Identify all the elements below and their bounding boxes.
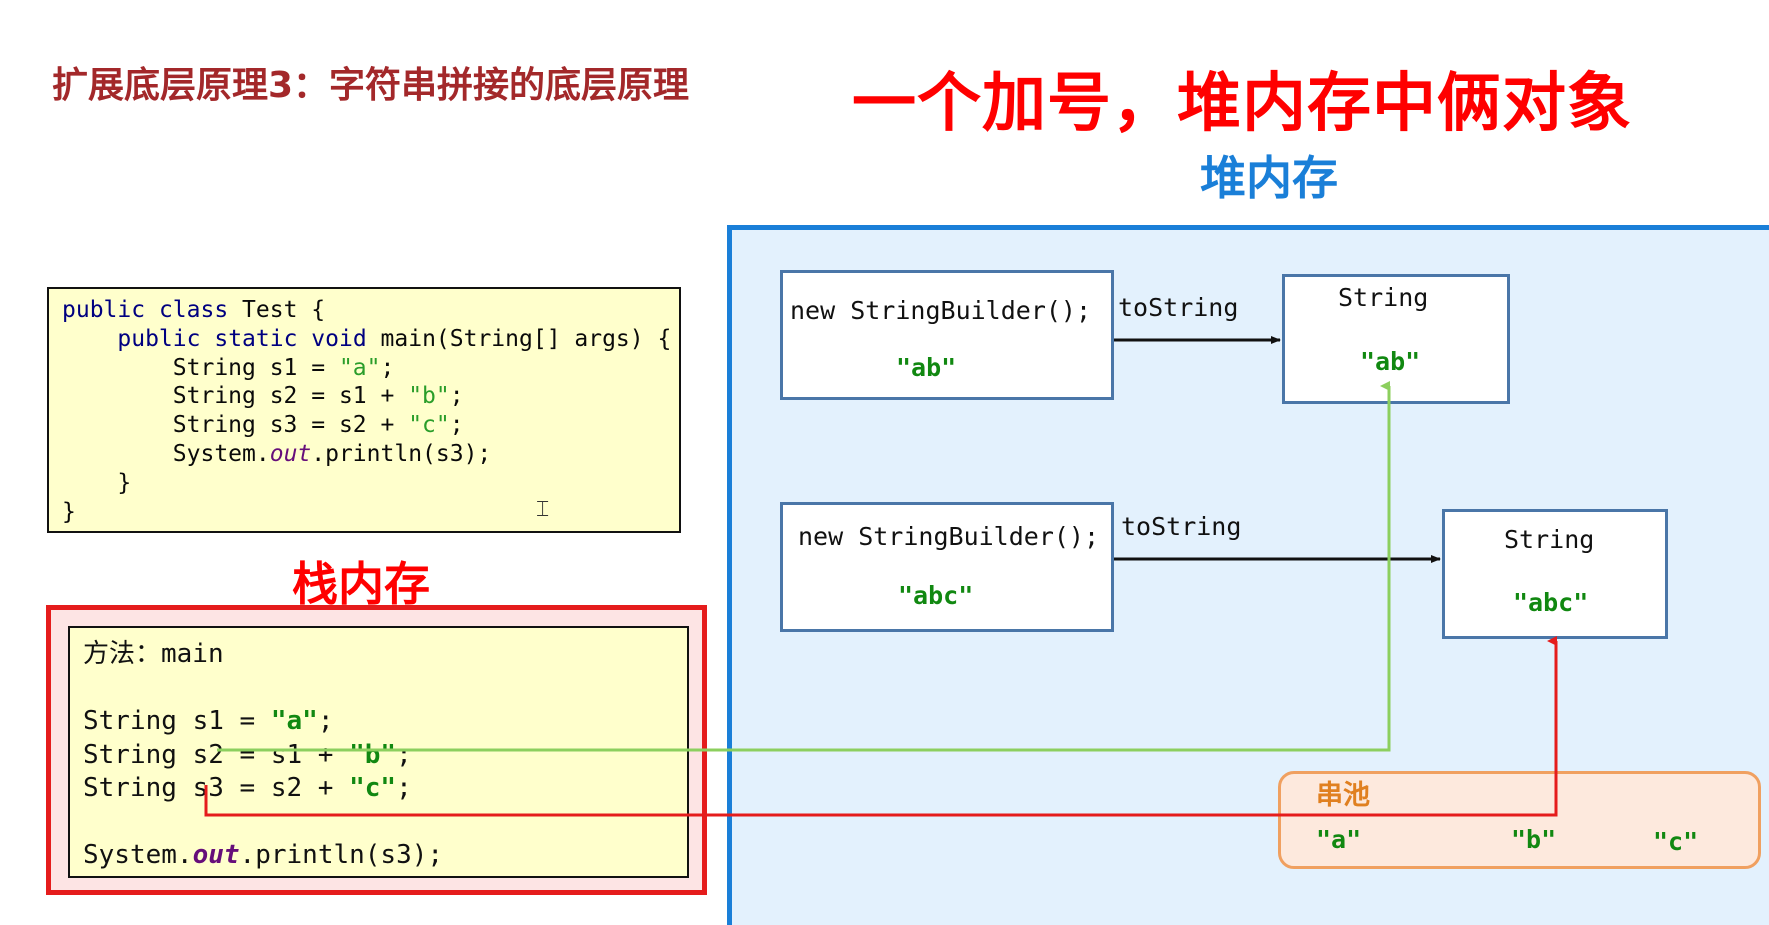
string-value: "ab"	[1360, 347, 1421, 376]
stack-line: System.out.println(s3);	[83, 840, 444, 870]
stack-line: String s2 = s1 + "b";	[83, 739, 412, 770]
connector-layer	[204, 336, 1558, 817]
stringbuilder-label: new StringBuilder();	[798, 522, 1100, 551]
stack-frame-main: 方法：main String s1 = "a"; String s2 = s1 …	[68, 626, 689, 878]
stringbuilder-value: "abc"	[898, 581, 974, 610]
stack-line: String s3 = s2 + "c";	[83, 773, 412, 803]
string-box-ab: String "ab"	[1282, 274, 1510, 404]
code-line: System.out.println(s3);	[62, 440, 492, 467]
code-line: String s1 = "a";	[62, 354, 395, 381]
stringbuilder-label: new StringBuilder();	[790, 296, 1092, 325]
pool-item-b: "b"	[1511, 825, 1557, 854]
pool-item-c: "c"	[1653, 827, 1699, 856]
code-line: String s2 = s1 + "b";	[62, 383, 464, 410]
method-label: 方法：main	[83, 639, 224, 669]
code-line: }	[62, 498, 76, 525]
text-cursor-icon: ⌶	[536, 497, 550, 522]
tostring-label-1: toString	[1118, 293, 1239, 322]
code-line: }	[62, 469, 132, 496]
string-pool-title: 串池	[1316, 780, 1370, 811]
stringbuilder-box-1: new StringBuilder(); "ab"	[780, 270, 1114, 400]
stringbuilder-value: "ab"	[896, 353, 957, 382]
heap-title: 堆内存	[1200, 151, 1338, 205]
code-panel: public class Test { public static void m…	[47, 287, 681, 533]
s2-reference-arrow	[217, 381, 1391, 752]
stack-title: 栈内存	[292, 557, 430, 611]
pool-item-a: "a"	[1316, 825, 1362, 854]
tostring-label-2: toString	[1121, 512, 1242, 541]
stack-line: String s1 = "a";	[83, 706, 334, 736]
stringbuilder-box-2: new StringBuilder(); "abc"	[780, 502, 1114, 632]
code-line: String s3 = s2 + "c";	[62, 412, 464, 439]
string-pool	[1278, 771, 1761, 869]
string-value: "abc"	[1513, 588, 1589, 617]
code-line: public class Test {	[62, 297, 326, 323]
slide-title: 扩展底层原理3：字符串拼接的底层原理	[52, 65, 690, 106]
string-label: String	[1338, 283, 1429, 312]
string-box-abc: String "abc"	[1442, 509, 1668, 639]
headline: 一个加号，堆内存中俩对象	[852, 67, 1632, 141]
s3-reference-arrow	[204, 636, 1558, 817]
string-label: String	[1504, 525, 1595, 554]
code-line: public static void main(String[] args) {	[117, 325, 672, 352]
